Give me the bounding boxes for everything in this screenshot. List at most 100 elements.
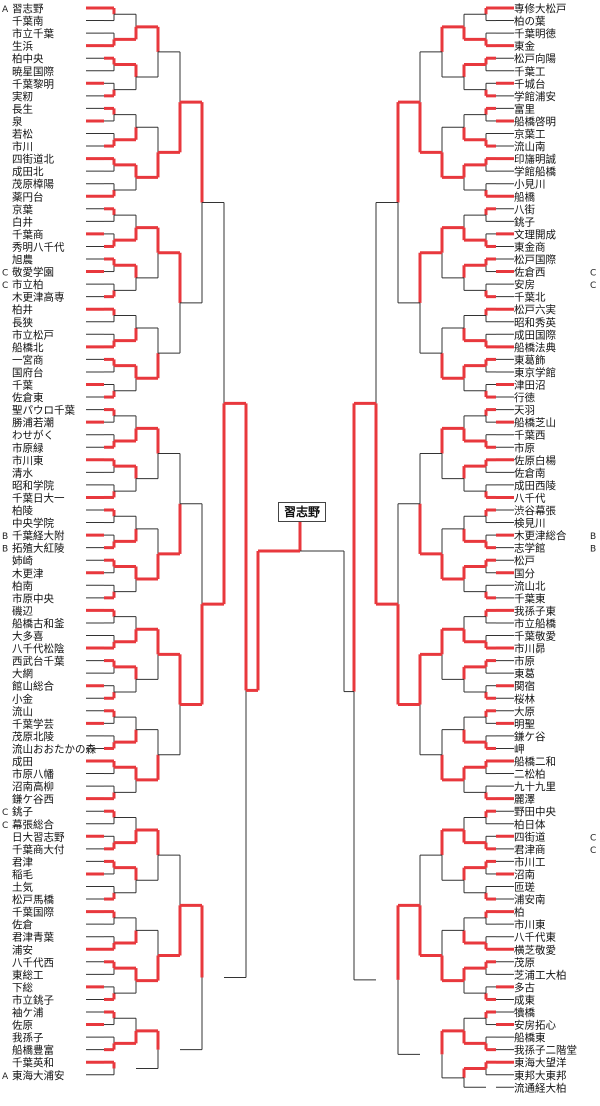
left-team: 土気 [12, 881, 33, 894]
right-team: 九十九里 [514, 780, 556, 793]
right-team: 国分 [514, 568, 535, 580]
right-team: 松戸国際 [514, 253, 556, 266]
right-team: 八街 [514, 203, 535, 216]
left-team: 大多喜 [12, 630, 44, 643]
left-team: 館山総合 [12, 680, 54, 693]
right-team: 関宿 [514, 680, 535, 693]
left-team: 市原緑 [12, 441, 44, 454]
right-team: 我孫子二階堂 [514, 1045, 577, 1057]
right-team: 四街道 [514, 830, 546, 843]
left-team: 木更津 [12, 568, 44, 580]
left-team: 長生 [12, 102, 33, 115]
left-team: 佐原 [12, 1019, 33, 1032]
right-team: 市原 [514, 441, 535, 454]
right-team: 千葉西 [514, 429, 546, 442]
left-team: 東海大浦安 [12, 1069, 65, 1082]
right-team: 銚子 [514, 215, 535, 228]
right-team: 安房 [514, 278, 535, 291]
right-seed-label: B [590, 532, 596, 542]
right-team: 野田中央 [514, 805, 556, 818]
right-team: 学館浦安 [514, 90, 556, 103]
right-team: 千葉工 [514, 65, 546, 78]
left-team: 茂原北陵 [12, 730, 54, 743]
left-team: 薬円台 [12, 190, 44, 203]
left-team: 千葉南 [12, 15, 44, 28]
left-team: 千葉国際 [12, 906, 54, 919]
left-team: 柏中央 [12, 52, 44, 65]
left-team: 稲毛 [12, 869, 33, 881]
right-team: 岬 [514, 743, 525, 755]
left-team: 鎌ケ谷西 [12, 793, 54, 806]
left-team: 君津 [12, 856, 33, 868]
right-team: 東葛 [514, 667, 535, 680]
right-team: 成田国際 [514, 329, 556, 341]
left-team: 八千代松陰 [12, 642, 65, 655]
right-seed-label: C [590, 846, 596, 856]
right-team: 成東 [514, 993, 535, 1006]
left-team: 秀明八千代 [12, 241, 65, 253]
left-team: 茂原樟陽 [12, 178, 54, 191]
right-team: 松戸向陽 [514, 52, 556, 65]
left-team: 市立柏 [12, 278, 44, 291]
left-team: 千葉日大一 [12, 491, 65, 504]
left-team: 生浜 [12, 40, 33, 53]
left-team: 市立千葉 [12, 27, 54, 40]
left-team: 四街道北 [12, 153, 54, 166]
left-team: 市原中央 [12, 592, 54, 605]
left-team: 暁星国際 [12, 66, 54, 78]
right-team: 東葛飾 [514, 353, 546, 366]
right-team: 横芝敬愛 [514, 943, 556, 956]
right-team: 犢橋 [514, 1006, 535, 1019]
left-team: 銚子 [12, 805, 33, 818]
left-team: 下総 [12, 981, 33, 994]
right-team: 東海大望洋 [514, 1056, 567, 1069]
left-team: 佐倉 [12, 918, 33, 931]
right-seed-label: C [590, 269, 596, 279]
left-team: 流山 [12, 705, 33, 718]
right-team: 流山南 [514, 140, 546, 153]
left-team: 敬愛学園 [12, 266, 54, 279]
right-team: 佐原白楊 [514, 454, 556, 467]
right-team: 市川東 [514, 918, 546, 931]
right-team: 船橋芝山 [514, 416, 556, 429]
right-team: 多古 [514, 981, 535, 994]
left-seed-label: C [2, 808, 8, 818]
left-team: 沼南高柳 [12, 780, 54, 793]
right-team: 行徳 [514, 391, 535, 404]
right-team: 二松柏 [514, 768, 546, 781]
left-team: 拓殖大紅陵 [12, 542, 65, 555]
right-team: 東金商 [514, 240, 546, 253]
right-team: 市立船橋 [514, 617, 556, 630]
right-team: 鎌ケ谷 [514, 730, 546, 743]
right-team: 東邦大東邦 [514, 1069, 567, 1082]
right-team: 流通経大柏 [514, 1081, 567, 1094]
right-team: 八千代東 [514, 931, 556, 944]
right-team: 木更津総合 [514, 529, 567, 542]
right-team: 印旛明誠 [514, 153, 556, 166]
left-team: 日大習志野 [12, 830, 65, 843]
right-team: 茂原 [514, 956, 535, 969]
right-seed-label: C [590, 833, 596, 843]
right-team: 千城台 [514, 77, 546, 90]
right-team: 松戸 [514, 554, 535, 567]
left-team: 千葉黎明 [12, 77, 54, 90]
right-team: 千葉東 [514, 592, 546, 605]
right-team: 我孫子東 [514, 604, 556, 617]
left-team: 君津青葉 [12, 931, 54, 944]
right-team: 柏日体 [514, 818, 546, 831]
left-team: 千葉経大附 [12, 529, 65, 542]
right-team: 匝瑳 [514, 881, 535, 894]
right-team: 佐倉西 [514, 266, 546, 279]
left-team: 成田北 [12, 166, 44, 178]
left-team: 昭和学院 [12, 479, 54, 492]
right-team: 天羽 [514, 405, 535, 417]
left-team: 木更津高専 [12, 291, 65, 304]
right-team: 渋谷幕張 [514, 504, 556, 517]
left-team: 勝浦若潮 [12, 416, 54, 429]
left-seed-label: A [2, 1072, 9, 1082]
right-team: 柏の葉 [514, 15, 546, 28]
right-team: 八千代 [514, 492, 546, 504]
right-team: 船橋法典 [514, 341, 556, 354]
left-team: 西武台千葉 [12, 655, 65, 668]
right-team: 成田西陵 [514, 480, 556, 492]
